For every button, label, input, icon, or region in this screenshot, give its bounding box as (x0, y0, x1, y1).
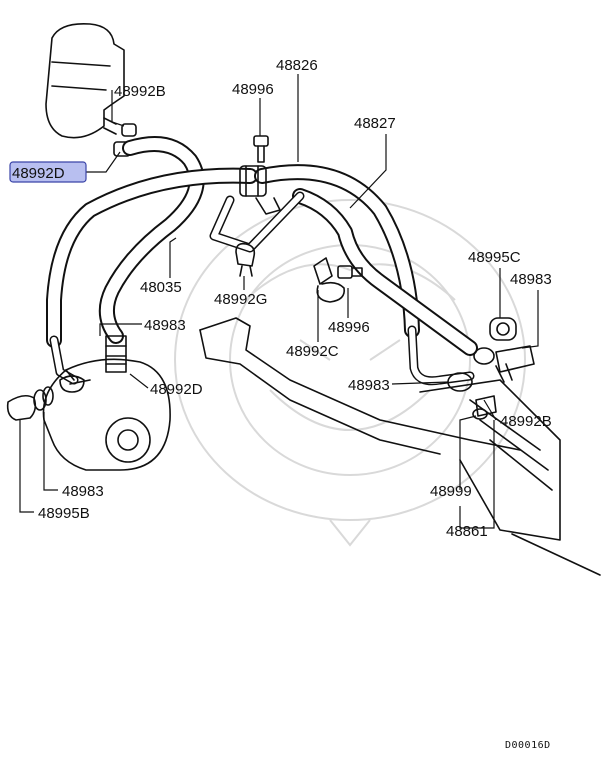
label-48992G[interactable]: 48992G (214, 291, 267, 308)
label-48992D-top[interactable]: 48992D (12, 165, 65, 182)
return-hose-48827 (209, 188, 478, 356)
label-48995C[interactable]: 48995C (468, 249, 521, 266)
label-48035[interactable]: 48035 (140, 279, 182, 296)
label-48861[interactable]: 48861 (446, 523, 488, 540)
label-48996-top[interactable]: 48996 (232, 81, 274, 98)
label-48827[interactable]: 48827 (354, 115, 396, 132)
label-48999[interactable]: 48999 (430, 483, 472, 500)
label-48995B[interactable]: 48995B (38, 505, 90, 522)
label-48826[interactable]: 48826 (276, 57, 318, 74)
part-labels: 48992B 48992D 48996 48826 48827 48035 48… (12, 57, 552, 540)
highlighted-label-box (9, 161, 87, 183)
pressure-hose-48826 (46, 164, 475, 386)
hose-bracket (239, 165, 281, 215)
label-48992B-right[interactable]: 48992B (500, 413, 552, 430)
label-48983-bottom[interactable]: 48983 (62, 483, 104, 500)
label-48992C[interactable]: 48992C (286, 343, 339, 360)
label-48983-mid[interactable]: 48983 (348, 377, 390, 394)
label-48996-mid[interactable]: 48996 (328, 319, 370, 336)
clamp-48992G (235, 242, 256, 277)
label-48983-left[interactable]: 48983 (144, 317, 186, 334)
bracket-48992C (313, 257, 363, 303)
steering-gear-rack (199, 317, 601, 576)
label-48992B-top[interactable]: 48992B (114, 83, 166, 100)
reservoir-tank (45, 22, 125, 139)
bolt-48996-top (253, 135, 269, 163)
label-48992D-mid[interactable]: 48992D (150, 381, 203, 398)
label-48983-right[interactable]: 48983 (510, 271, 552, 288)
drawing-code: D00016D (505, 740, 551, 751)
leader-lines (19, 74, 539, 529)
pump-fittings-left (6, 386, 54, 421)
